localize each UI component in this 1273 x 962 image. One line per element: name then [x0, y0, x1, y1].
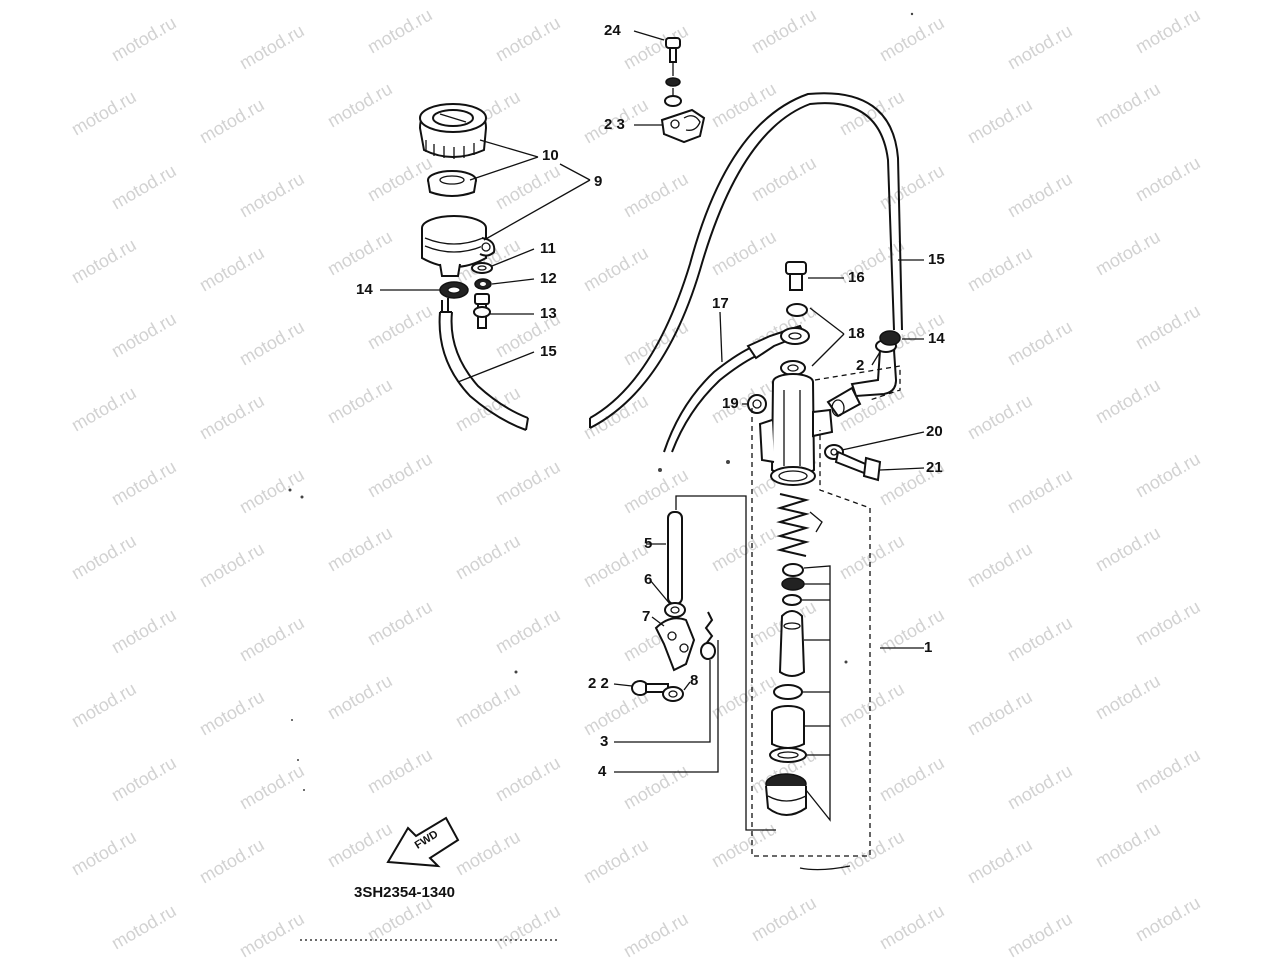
cup-seals	[781, 563, 805, 606]
callout-24: 24	[604, 22, 621, 39]
callout-8: 8	[690, 672, 699, 689]
cotter-pin-3	[704, 611, 714, 645]
washer-11	[471, 262, 493, 274]
push-rod-5	[667, 511, 683, 605]
washer-12	[474, 278, 492, 290]
hose-15-right	[589, 92, 903, 429]
callout-20: 20	[926, 423, 943, 440]
callout-15-right: 15	[928, 251, 945, 268]
callout-13: 13	[540, 305, 557, 322]
pin-22	[631, 680, 669, 696]
callout-12: 12	[540, 270, 557, 287]
callout-18: 18	[848, 325, 865, 342]
boot	[765, 773, 807, 816]
callout-16: 16	[848, 269, 865, 286]
callout-21: 21	[926, 459, 943, 476]
washer-8	[700, 642, 716, 660]
callout-3: 3	[600, 733, 609, 750]
callout-19: 19	[722, 395, 739, 412]
bolt-21	[834, 450, 882, 482]
master-cylinder-body	[758, 373, 834, 486]
callout-6: 6	[644, 571, 653, 588]
callout-4: 4	[598, 763, 607, 780]
reservoir-cap	[418, 103, 488, 159]
callout-22: 2 2	[588, 675, 609, 692]
screw-24	[664, 37, 682, 107]
reservoir-tank	[421, 215, 496, 277]
scan-noise	[288, 12, 914, 941]
callout-7: 7	[642, 608, 651, 625]
push-rod-guide	[771, 705, 805, 749]
callout-11: 11	[540, 240, 556, 257]
leader-lines	[380, 30, 925, 831]
hose-clamp-14-left	[439, 281, 469, 299]
forward-arrow	[386, 816, 460, 868]
diaphragm	[427, 170, 477, 197]
copper-washers-18	[780, 303, 810, 376]
callout-14-right: 14	[928, 330, 945, 347]
circlip	[773, 684, 803, 700]
piston	[778, 610, 806, 677]
callout-14-left: 14	[356, 281, 373, 298]
callout-15-left: 15	[540, 343, 557, 360]
nut-19	[747, 394, 767, 414]
callout-5: 5	[644, 535, 653, 552]
bolt-13	[473, 293, 491, 329]
clevis-7	[654, 617, 696, 672]
drawing-code: 3SH2354-1340	[354, 884, 455, 901]
retaining-ring	[769, 747, 807, 763]
callout-1: 1	[924, 639, 933, 656]
nut-4	[662, 686, 684, 702]
spring	[776, 493, 823, 557]
elbow-fitting-2	[826, 330, 901, 418]
hose-15-left	[438, 298, 529, 431]
hose-clamp-23	[660, 108, 706, 144]
union-bolt-16	[785, 261, 807, 291]
assembly-boundary	[751, 365, 901, 857]
callout-17: 17	[712, 295, 729, 312]
callout-10: 10	[542, 147, 559, 164]
callout-9: 9	[594, 173, 603, 190]
callout-2: 2	[856, 357, 865, 374]
callout-23: 2 3	[604, 116, 625, 133]
nut-6	[664, 602, 686, 618]
